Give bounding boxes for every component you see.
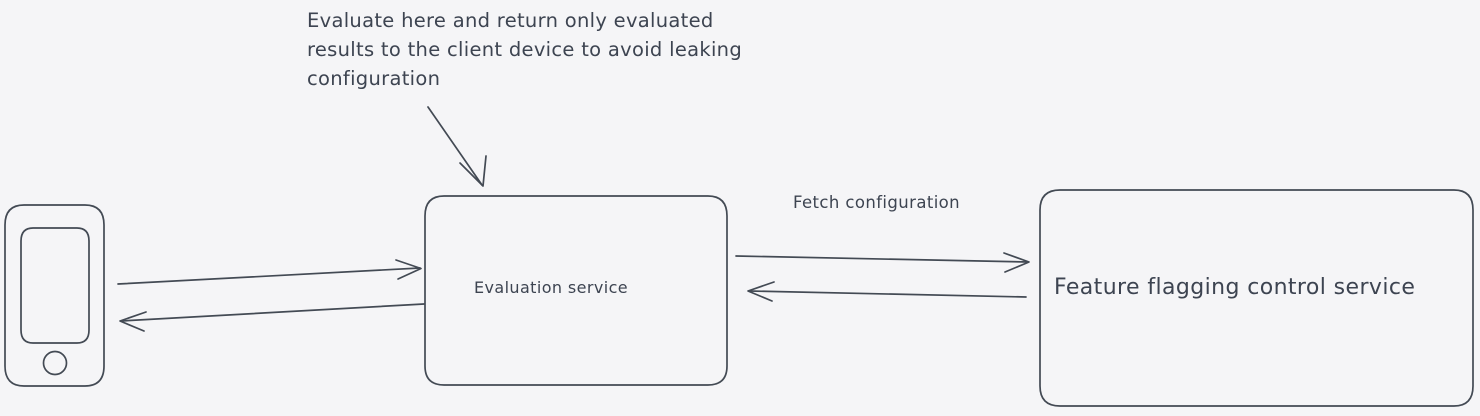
evaluation-service-label: Evaluation service [474, 278, 629, 297]
annotation-pointer-arrow [427, 106, 487, 187]
feature-flagging-control-service-box [1039, 189, 1474, 407]
arrow-eval-to-client [119, 303, 425, 332]
phone-icon [4, 204, 105, 387]
annotation-line-3: configuration [307, 67, 441, 90]
arrow-control-to-eval [747, 281, 1027, 302]
annotation-note-text: Evaluate here and return only evaluated … [307, 6, 887, 93]
annotation-line-1: Evaluate here and return only evaluated [307, 9, 714, 32]
annotation-line-2: results to the client device to avoid le… [307, 38, 743, 61]
arrow-eval-to-control [735, 252, 1030, 273]
evaluation-service-box [424, 195, 728, 386]
feature-flagging-control-service-label: Feature flagging control service [1054, 275, 1416, 300]
edge-label-fetch-configuration: Fetch configuration [793, 193, 961, 212]
arrow-client-to-eval [117, 259, 422, 285]
